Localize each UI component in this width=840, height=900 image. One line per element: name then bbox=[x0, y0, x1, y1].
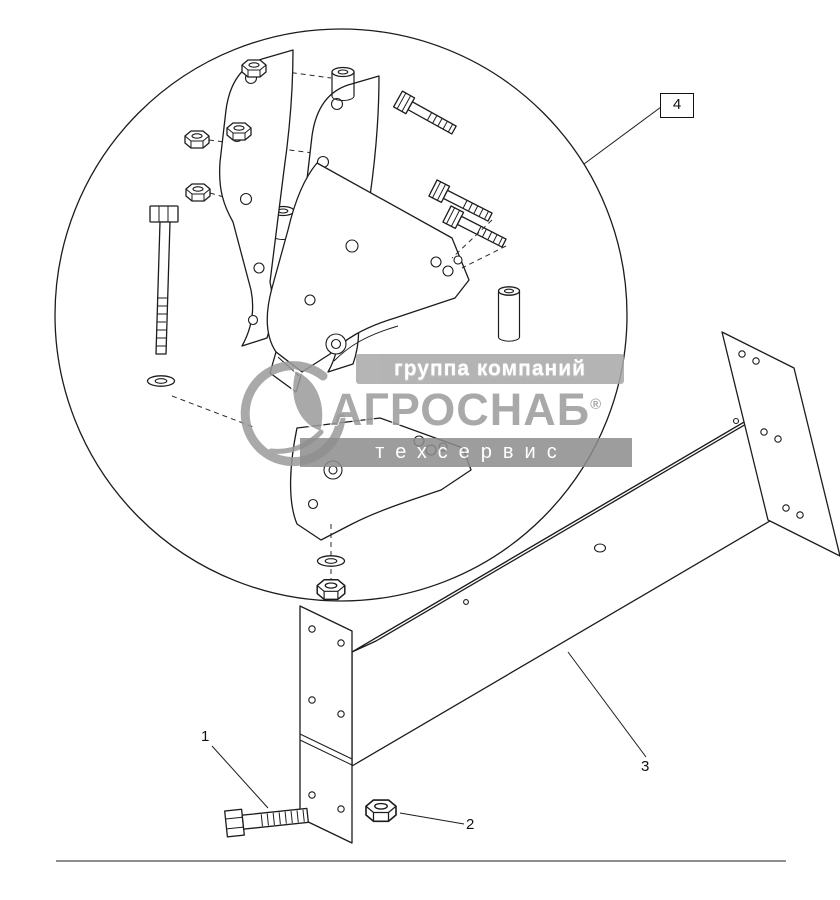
washer-2 bbox=[316, 555, 346, 567]
callout-4: 4 bbox=[660, 93, 694, 118]
leader-lines bbox=[211, 106, 662, 825]
callout-3: 3 bbox=[641, 758, 650, 775]
near-mounting-plate bbox=[299, 605, 353, 844]
long-bolt bbox=[149, 205, 179, 355]
hex-nut-4 bbox=[185, 183, 211, 202]
hex-bolt-1 bbox=[392, 90, 459, 139]
support-bracket-lower bbox=[289, 417, 472, 541]
detail-circle bbox=[54, 28, 628, 602]
hex-nut-2 bbox=[184, 130, 210, 149]
end-flange-plate bbox=[721, 331, 840, 557]
hex-nut-3 bbox=[226, 122, 252, 141]
hex-nut-1 bbox=[241, 59, 267, 78]
pivot-bushing bbox=[497, 286, 521, 342]
callout-1: 1 bbox=[201, 728, 210, 745]
exploded-assembly bbox=[146, 49, 521, 601]
hex-nut-part-2 bbox=[365, 799, 397, 823]
dashed-centerlines-front bbox=[330, 219, 507, 585]
fastener-bolt-part-1 bbox=[224, 807, 309, 838]
callout-2: 2 bbox=[466, 816, 475, 833]
cross-beam bbox=[299, 331, 840, 844]
hex-nut-lower bbox=[316, 579, 346, 601]
washer-1 bbox=[146, 375, 176, 387]
